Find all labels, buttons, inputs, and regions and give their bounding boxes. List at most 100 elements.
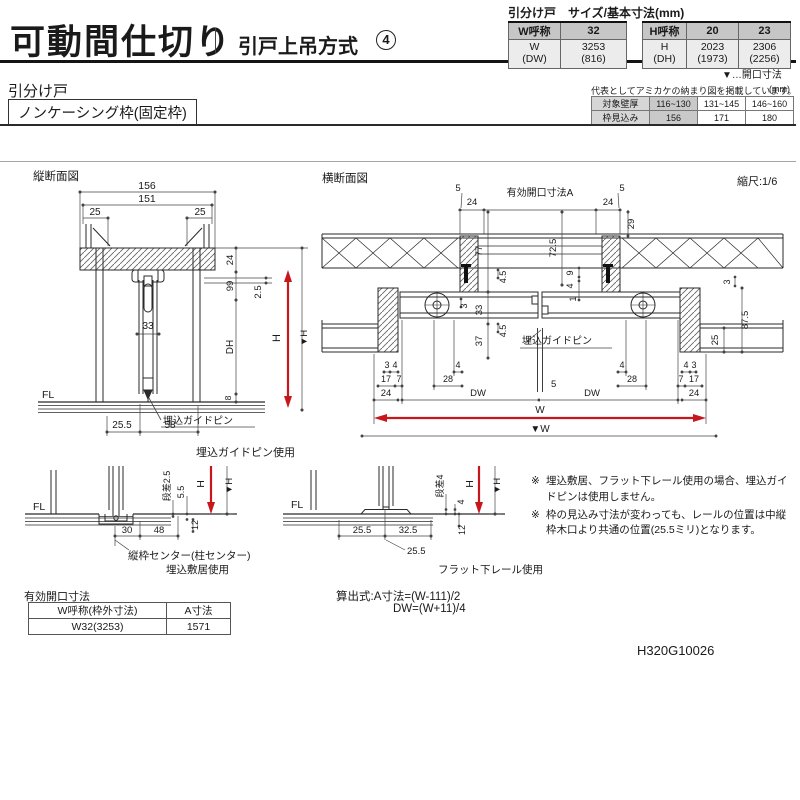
d2-dim-12: 12 — [457, 525, 467, 535]
d2-caption-flat-rail: フラット下レール使用 — [438, 564, 543, 576]
dim-25-left: 25 — [89, 207, 101, 218]
dim-bl-24: 24 — [381, 388, 392, 399]
vsec-structure — [79, 224, 216, 402]
d2-structure — [310, 466, 413, 515]
dim-DH: DH — [225, 340, 236, 354]
h-value-20: 2023 — [700, 41, 725, 53]
hsec-truss — [321, 237, 784, 269]
hsec-right-vdims — [560, 210, 744, 354]
dim-8: 8 — [223, 395, 233, 400]
d2-dim-H-datum: ▼H — [492, 478, 503, 494]
section-rule — [0, 124, 796, 126]
size-table-title: 引分け戸 サイズ/基本寸法(mm) — [508, 6, 685, 20]
method-number-badge: 4 — [376, 30, 396, 50]
d1-height-arrow — [207, 466, 215, 514]
dim-bld-4: 4 — [455, 360, 460, 370]
method-subtitle: 引戸上吊方式 — [238, 36, 358, 58]
notes-block: ※ 埋込敷居、フラット下レール使用の場合、埋込ガイドピンは使用しません。 ※ 枠… — [531, 474, 789, 541]
h-table-value-header-23: 23 — [738, 21, 791, 40]
d2-floor-level-label: FL — [291, 499, 303, 511]
header-rule — [0, 60, 796, 63]
dim-58: 58 — [164, 420, 176, 431]
dim-25-wall: 25 — [710, 335, 721, 346]
vertical-section-drawing: 156 151 25 25 FL — [38, 180, 310, 436]
dim-bl-3: 3 — [384, 360, 389, 370]
height-arrow — [284, 270, 292, 408]
dim-33-plan: 33 — [474, 305, 485, 316]
vsec-hanger-rail — [131, 269, 165, 287]
title-divider — [215, 28, 216, 54]
dim-24-right: 24 — [603, 197, 614, 208]
document-code: H320G10026 — [637, 643, 715, 658]
dim-87-5: 87.5 — [740, 311, 751, 330]
d2-dim-25-5-a: 25.5 — [353, 525, 372, 536]
hsec-rail-pins — [461, 264, 613, 283]
h-label: H — [660, 41, 669, 53]
d1-dims — [113, 466, 233, 551]
d1-dim-30: 30 — [122, 525, 133, 536]
vsec-top-dims — [78, 190, 217, 248]
floor-level-label: FL — [42, 389, 54, 401]
hsec-left-vdims — [459, 210, 500, 360]
width-arrow — [374, 414, 706, 422]
dim-dw-right: DW — [584, 388, 600, 399]
h-table-value-cell-20: 2023 (1973) — [686, 39, 739, 69]
formula-line1: 算出式:A寸法=(W-111)/2 — [336, 591, 461, 603]
dim-br-24: 24 — [689, 388, 700, 399]
dim-77: 77 — [474, 246, 485, 257]
vsec-33-dim — [135, 332, 161, 336]
wall-row2-v2: 171 — [697, 110, 746, 125]
w-value-sub: (816) — [581, 52, 606, 65]
w-label-sub: (DW) — [522, 52, 547, 65]
d2-dim-4: 4 — [456, 499, 466, 504]
dim-29: 29 — [626, 219, 637, 230]
dim-5-left: 5 — [455, 183, 460, 194]
wall-row2-v3: 180 — [745, 110, 794, 125]
wall-row1-v2: 131~145 — [697, 96, 746, 111]
hsec-floor-pin — [537, 328, 543, 392]
dim-1: 1 — [568, 296, 578, 301]
h-table-header: H呼称 — [642, 21, 687, 40]
d2-dim-H: H — [464, 480, 476, 488]
dim-H: H — [271, 334, 283, 342]
w-table-header: W呼称 — [508, 21, 561, 40]
door-type-label: 引分け戸 — [8, 83, 69, 100]
vsec-pin-callout — [148, 397, 255, 428]
drawing-area-rule — [0, 161, 796, 162]
eff-value-a: 1571 — [166, 618, 231, 635]
representative-note: 代表としてアミカケの納まり図を掲載しています。 — [591, 86, 797, 96]
h-table-value-cell-23: 2306 (2256) — [738, 39, 791, 69]
wall-row1-v3: 146~160 — [745, 96, 794, 111]
note-1: ※ 埋込敷居、フラット下レール使用の場合、埋込ガイドピンは使用しません。 — [531, 474, 789, 506]
dim-W-datum: ▼W — [530, 424, 550, 435]
d2-dims — [337, 466, 501, 551]
dim-25-right: 25 — [194, 207, 206, 218]
sill-detail-drawing: FL 段差2.5 5.5 12 H ▼H 30 48 — [25, 466, 237, 551]
d1-structure — [50, 466, 134, 525]
guide-pin-plan-label: 埋込ガイドピン — [522, 335, 592, 347]
wall-thickness-table: 対象壁厚 116~130 131~145 146~160 枠見込み 156 17… — [591, 96, 794, 125]
horizontal-section-drawing: 有効開口寸法A 5 24 5 24 29 — [321, 183, 784, 438]
vsec-bottom-dims — [105, 404, 200, 436]
d1-dim-5-5: 5.5 — [176, 486, 186, 499]
dim-37: 37 — [474, 336, 485, 347]
hsec-top-dims — [458, 192, 630, 238]
dim-156: 156 — [138, 180, 156, 192]
dim-24: 24 — [225, 255, 236, 266]
dim-33: 33 — [142, 321, 154, 332]
dim-25-5: 25.5 — [112, 420, 132, 431]
dim-bld-28: 28 — [443, 374, 453, 384]
d1-dim-12: 12 — [190, 520, 200, 530]
frame-type-box: ノンケーシング枠(固定枠) — [8, 99, 197, 126]
page-title: 可動間仕切り — [10, 23, 233, 62]
d2-floor — [283, 513, 505, 526]
d1-dim-H-datum: ▼H — [224, 478, 235, 494]
vsec-door-panel — [138, 280, 158, 402]
d1-dim-48: 48 — [154, 525, 165, 536]
d1-floor-level-label: FL — [33, 501, 45, 513]
wall-row2-label: 枠見込み — [591, 110, 650, 125]
wall-row2-v1: 156 — [649, 110, 698, 125]
dim-72-5: 72.5 — [548, 239, 559, 258]
hsec-pin-callout — [520, 329, 612, 349]
d2-dim-32-5: 32.5 — [399, 525, 418, 536]
